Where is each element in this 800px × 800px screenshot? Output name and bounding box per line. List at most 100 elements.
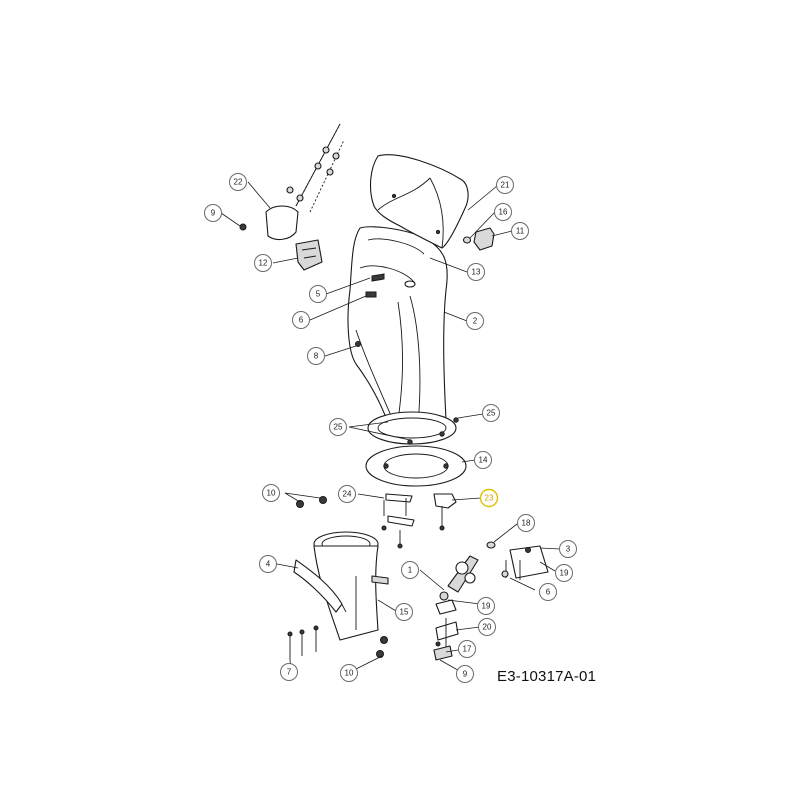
callout-c19b: 19 [477,597,495,615]
callout-c22: 22 [229,173,247,191]
callout-c19a: 19 [555,564,573,582]
callout-c10a: 10 [262,484,280,502]
callout-label: 24 [343,490,352,499]
callout-label: 21 [501,181,510,190]
callout-circle [292,311,310,329]
callout-c2: 2 [466,312,484,330]
callout-c21: 21 [496,176,514,194]
callout-circle [496,176,514,194]
callout-c13: 13 [467,263,485,281]
callout-label: 19 [482,602,491,611]
callout-c14: 14 [474,451,492,469]
callout-circle [395,603,413,621]
callout-label: 20 [483,623,492,632]
callout-label: 10 [267,489,276,498]
callout-label: 8 [314,352,319,361]
hardware-upper [355,227,495,347]
leader-lines [220,181,561,674]
callout-circle [478,618,496,636]
callout-circle [474,451,492,469]
callout-circle [517,514,535,532]
drawing-code: E3-10317A-01 [497,668,597,685]
callout-circle [309,285,327,303]
callout-label: 19 [560,569,569,578]
callout-label: 13 [472,268,481,277]
callout-c7: 7 [280,663,298,681]
callout-c9b: 9 [456,665,474,683]
callout-c9a: 9 [204,204,222,222]
callout-label: 25 [334,423,343,432]
callout-circle [254,254,272,272]
callout-label: 3 [566,545,571,554]
callout-label: 15 [400,608,409,617]
callout-c5: 5 [309,285,327,303]
callout-c11: 11 [511,222,529,240]
callout-c20: 20 [478,618,496,636]
callout-c4: 4 [259,555,277,573]
callout-circle [456,665,474,683]
callout-c24: 24 [338,485,356,503]
callout-circle [467,263,485,281]
callout-circle [280,663,298,681]
callout-label: 9 [463,670,468,679]
callout-label: 6 [546,588,551,597]
callout-c17: 17 [458,640,476,658]
callout-circle [482,404,500,422]
callout-circle [479,488,499,508]
callout-c3: 3 [559,540,577,558]
callout-c23: 23 [479,488,499,508]
callout-label: 5 [316,290,321,299]
callout-c6b: 6 [539,583,557,601]
callout-c6a: 6 [292,311,310,329]
callout-circle [262,484,280,502]
callout-label: 11 [516,227,525,236]
callout-circle [494,203,512,221]
callout-circle [511,222,529,240]
callout-c12: 12 [254,254,272,272]
callout-c18: 18 [517,514,535,532]
callout-c16: 16 [494,203,512,221]
callout-label: 18 [522,519,531,528]
callout-circle [458,640,476,658]
deflector [369,154,469,249]
callout-label: 7 [287,668,292,677]
callout-c1: 1 [401,561,419,579]
callout-circle [259,555,277,573]
callout-circle [307,347,325,365]
callout-label: 4 [266,560,271,569]
callout-label: 16 [499,208,508,217]
callout-label: 10 [345,669,354,678]
callout-circle [559,540,577,558]
clips-bolts [381,493,457,549]
callout-circle [340,664,358,682]
callout-label: 6 [299,316,304,325]
callout-label: 9 [211,209,216,218]
lower-chute [287,496,389,660]
callout-label: 17 [463,645,472,654]
callout-label: 12 [259,259,268,268]
callout-label: 1 [408,566,413,575]
callout-c8: 8 [307,347,325,365]
callout-circle [329,418,347,436]
callout-c15: 15 [395,603,413,621]
callout-label: 22 [234,178,243,187]
callout-c10b: 10 [340,664,358,682]
callout-c25a: 25 [329,418,347,436]
callout-label: 23 [485,494,494,503]
callout-circle [204,204,222,222]
callout-circle [401,561,419,579]
callout-circle [466,312,484,330]
callout-circle [338,485,356,503]
callout-circle [555,564,573,582]
callout-c25b: 25 [482,404,500,422]
callout-circle [539,583,557,601]
crank-assembly [433,541,549,661]
callout-circle [229,173,247,191]
cable-assembly [239,123,345,271]
callout-label: 25 [487,409,496,418]
callout-circle [477,597,495,615]
callout-label: 14 [479,456,488,465]
callout-label: 2 [473,317,478,326]
